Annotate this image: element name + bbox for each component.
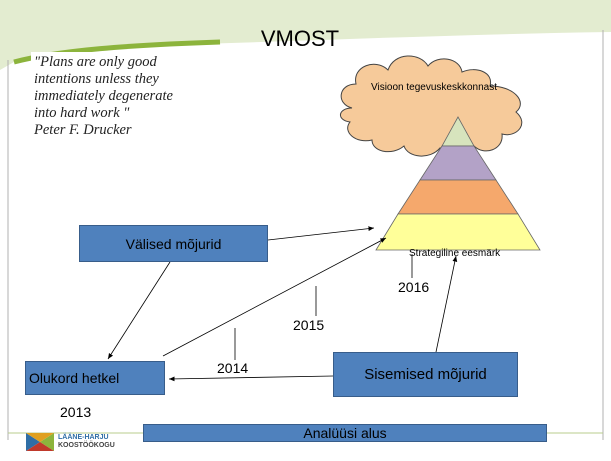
header-swoosh xyxy=(0,0,611,70)
vision-cloud xyxy=(340,55,523,158)
arrow-current-to-pyramid xyxy=(162,237,387,357)
logo-line2: KOOSTÖÖKOGU xyxy=(58,442,115,449)
quote-line: immediately degenerate xyxy=(34,88,173,104)
logo-line1: LÄÄNE-HARJU xyxy=(58,434,109,441)
year-2015-label: 2015 xyxy=(293,317,325,333)
organization-logo: LÄÄNE-HARJU KOOSTÖÖKOGU xyxy=(26,433,115,451)
year-2013-label: 2013 xyxy=(60,404,92,420)
pyramid-base-label: Strategiline eesmärk xyxy=(409,248,501,259)
analysis-basis-bar: Analüüsi alus xyxy=(143,424,547,442)
arrow-external-to-current xyxy=(107,261,171,360)
external-factors-box: Välised mõjurid xyxy=(79,225,268,262)
arrow-external-to-pyramid xyxy=(267,226,375,241)
current-state-box: Olukord hetkel xyxy=(25,361,165,395)
quote-author: Peter F. Drucker xyxy=(34,122,132,138)
cloud-label: Visioon tegevuskeskkonnast xyxy=(370,82,497,93)
quote-line: into hard work " xyxy=(34,105,130,121)
quote-line: intentions unless they xyxy=(34,71,159,87)
year-2016-label: 2016 xyxy=(398,279,430,295)
slide-title: VMOST xyxy=(260,26,340,51)
arrow-internal-to-pyramid xyxy=(435,255,458,353)
arrow-internal-to-current xyxy=(168,375,334,382)
quote-line: "Plans are only good xyxy=(34,54,157,70)
year-2014-label: 2014 xyxy=(217,360,249,376)
pyramid-layer-3 xyxy=(397,179,519,215)
logo-text: LÄÄNE-HARJU KOOSTÖÖKOGU xyxy=(58,434,115,450)
internal-factors-box: Sisemised mõjurid xyxy=(333,352,518,397)
pyramid-layer-4 xyxy=(375,213,541,251)
logo-mark-icon xyxy=(26,433,54,451)
quote-block: "Plans are only good intentions unless t… xyxy=(31,52,221,142)
